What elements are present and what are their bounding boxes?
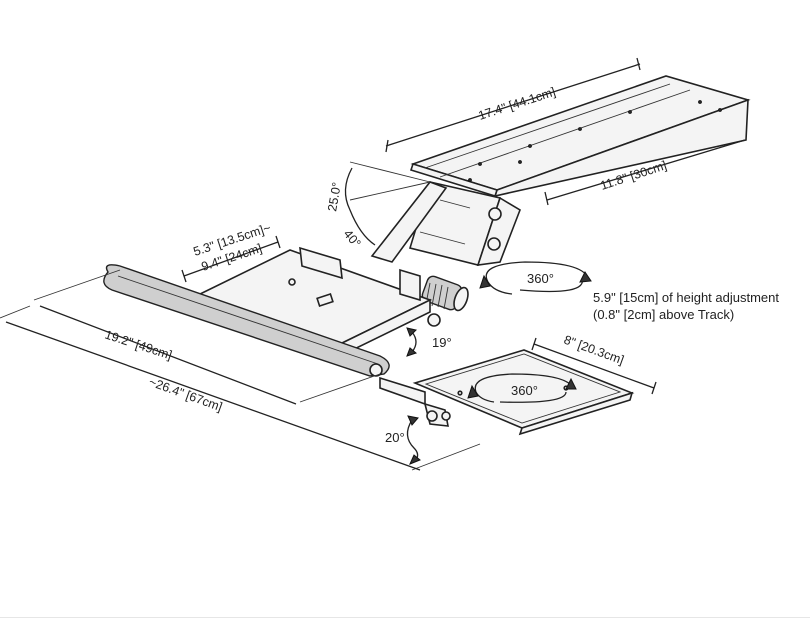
mouse-tilt-label: 20° [385,430,405,445]
height-adjustment-subtext: (0.8" [2cm] above Track) [593,307,734,322]
mouse-pad-rotation-arrow: 360° [467,373,577,403]
mouse-pad [412,349,635,436]
swivel-rotation-arrow: 360° [479,261,592,295]
height-tilt-arrow: 19° [406,327,452,357]
bottom-divider [0,617,810,618]
articulating-arm [370,181,521,312]
height-tilt-label: 19° [432,335,452,350]
mouse-arm [379,376,451,427]
height-adjustment-text: 5.9" [15cm] of height adjustment [593,290,779,305]
mounting-track [409,75,751,198]
mouse-pad-width-label: 8" [20.3cm] [562,333,626,368]
keyboard-width-label: 19.2" [49cm] [103,328,174,363]
overall-width-label: ~26.4" [67cm] [147,375,224,415]
mouse-tilt-arrow: 20° [385,415,421,465]
tilt-angle-label: 25.0° [325,181,344,212]
keyboard-platform [193,246,441,360]
mouse-pad-rotation-label: 360° [511,383,538,398]
palm-rest [103,264,390,377]
swivel-rotation-label: 360° [527,271,554,286]
track-length-label: 17.4" [44.1cm] [477,85,558,123]
